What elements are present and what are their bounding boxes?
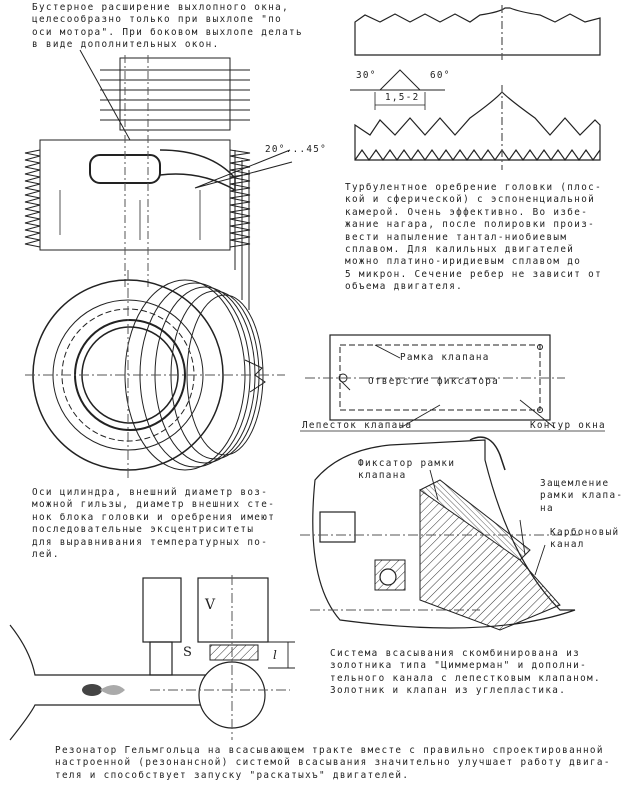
label-angle-60: 60° xyxy=(430,70,451,81)
cylinder-right-fins xyxy=(229,149,251,248)
cylinder-body xyxy=(39,139,231,251)
cylinder-side-view xyxy=(24,49,293,310)
booster-port xyxy=(159,149,236,192)
label-frame-clamp: Защемление рамки клапа- на xyxy=(540,478,624,514)
cylinder-left-fins xyxy=(24,149,41,248)
caption-intake-system: Система всасывания скомбинирована из зол… xyxy=(330,648,601,697)
label-retainer-hole: Отверстие фиксатора xyxy=(368,376,500,387)
label-angle-30: 30° xyxy=(356,70,377,81)
caption-helmholtz: Резонатор Гельмгольца на всасывающем тра… xyxy=(55,745,611,781)
label-reed-frame: Рамка клапана xyxy=(400,352,490,363)
cylinder-top-section xyxy=(25,270,285,480)
label-V: V xyxy=(205,597,217,613)
intake-section xyxy=(300,436,580,631)
reed-valve-plan xyxy=(300,334,605,432)
cylinder-upper-fins xyxy=(100,57,250,131)
label-carbon-channel: Карбоновый канал xyxy=(550,527,620,551)
label-window-contour: Контур окна xyxy=(530,420,606,431)
label-dim-1-5-2: 1,5-2 xyxy=(385,92,420,103)
label-frame-retainer: Фиксатор рамки клапана xyxy=(358,458,456,482)
label-angle-range: 20°...45° xyxy=(265,144,328,155)
caption-booster-port: Бустерное расширение выхлопного окна, це… xyxy=(32,2,303,51)
caption-turbulent-fins: Турбулентное оребрение головки (плос- ко… xyxy=(345,182,603,293)
label-S: S xyxy=(183,645,194,660)
helmholtz-resonator xyxy=(9,575,295,741)
label-reed-petal: Лепесток клапана xyxy=(302,420,413,431)
caption-cylinder-axes: Оси цилиндра, внешний диаметр воз- можно… xyxy=(32,487,276,561)
label-l: l xyxy=(273,648,279,662)
turbulent-fins-drawing xyxy=(350,5,601,170)
